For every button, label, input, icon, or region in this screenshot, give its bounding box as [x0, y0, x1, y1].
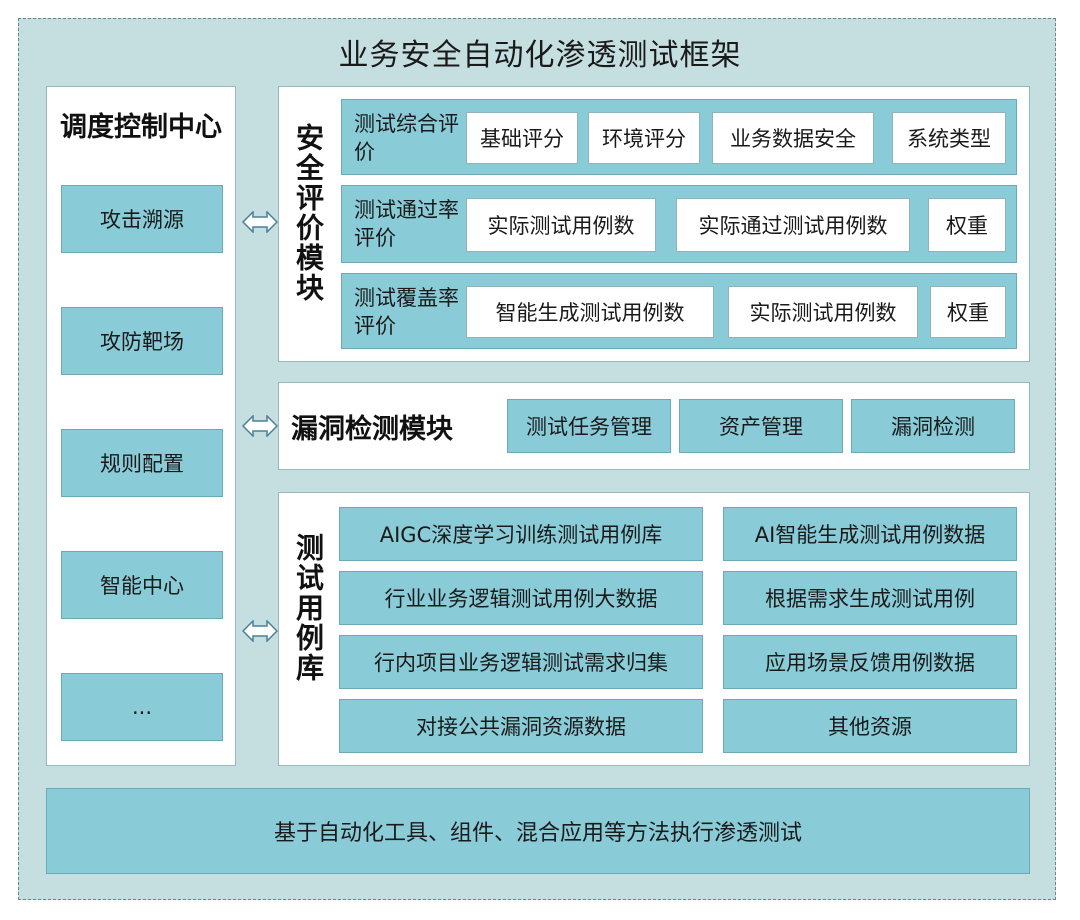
scheduler-item-smart-center[interactable]: 智能中心	[61, 551, 223, 619]
scheduler-item-more[interactable]: ...	[61, 673, 223, 741]
double-arrow-icon	[242, 620, 278, 642]
security-eval-panel: 安全评价模块 测试综合评价 基础评分 环境评分 业务数据安全 系统类型 测试通过…	[278, 86, 1030, 362]
eval-row-label: 测试覆盖率评价	[354, 286, 459, 338]
lib-cell-scenario-feedback[interactable]: 应用场景反馈用例数据	[723, 635, 1017, 689]
eval-cell-base-score[interactable]: 基础评分	[466, 112, 578, 164]
security-eval-title: 安全评价模块	[292, 123, 325, 303]
eval-row-overall: 测试综合评价 基础评分 环境评分 业务数据安全 系统类型	[341, 99, 1017, 175]
test-library-panel: 测试用例库 AIGC深度学习训练测试用例库 行业业务逻辑测试用例大数据 行内项目…	[278, 492, 1030, 766]
eval-cell-smart-generated-cases[interactable]: 智能生成测试用例数	[466, 286, 714, 338]
eval-cell-actual-cases[interactable]: 实际测试用例数	[466, 198, 656, 252]
eval-row-coverage: 测试覆盖率评价 智能生成测试用例数 实际测试用例数 权重	[341, 273, 1017, 349]
page-title: 业务安全自动化渗透测试框架	[338, 38, 742, 73]
double-arrow-icon	[242, 211, 278, 233]
scheduler-item-rule-config[interactable]: 规则配置	[61, 429, 223, 497]
lib-cell-public-vuln-data[interactable]: 对接公共漏洞资源数据	[339, 699, 703, 753]
scheduler-title: 调度控制中心	[60, 112, 222, 143]
vuln-cell-asset-mgmt[interactable]: 资产管理	[679, 399, 843, 453]
eval-row-pass-rate: 测试通过率评价 实际测试用例数 实际通过测试用例数 权重	[341, 185, 1017, 263]
lib-cell-requirement-generated[interactable]: 根据需求生成测试用例	[723, 571, 1017, 625]
lib-cell-other-resources[interactable]: 其他资源	[723, 699, 1017, 753]
eval-cell-weight[interactable]: 权重	[928, 198, 1006, 252]
lib-cell-internal-requirements[interactable]: 行内项目业务逻辑测试需求归集	[339, 635, 703, 689]
vuln-detect-title: 漏洞检测模块	[291, 414, 453, 445]
vuln-cell-task-mgmt[interactable]: 测试任务管理	[507, 399, 671, 453]
eval-cell-actual-passed-cases[interactable]: 实际通过测试用例数	[676, 198, 910, 252]
eval-cell-system-type[interactable]: 系统类型	[892, 112, 1006, 164]
scheduler-item-attack-trace[interactable]: 攻击溯源	[61, 185, 223, 253]
eval-cell-weight[interactable]: 权重	[930, 286, 1006, 338]
vuln-cell-vuln-detect[interactable]: 漏洞检测	[851, 399, 1015, 453]
eval-cell-biz-data-security[interactable]: 业务数据安全	[712, 112, 874, 164]
execution-method-bar[interactable]: 基于自动化工具、组件、混合应用等方法执行渗透测试	[46, 788, 1030, 874]
eval-row-label: 测试通过率评价	[354, 198, 459, 250]
eval-cell-env-score[interactable]: 环境评分	[588, 112, 700, 164]
scheduler-item-cyber-range[interactable]: 攻防靶场	[61, 307, 223, 375]
lib-cell-industry-logic[interactable]: 行业业务逻辑测试用例大数据	[339, 571, 703, 625]
test-library-title: 测试用例库	[292, 533, 325, 683]
lib-cell-ai-generated-data[interactable]: AI智能生成测试用例数据	[723, 507, 1017, 561]
eval-cell-actual-cases[interactable]: 实际测试用例数	[728, 286, 918, 338]
double-arrow-icon	[242, 415, 278, 437]
lib-cell-aigc-training[interactable]: AIGC深度学习训练测试用例库	[339, 507, 703, 561]
eval-row-label: 测试综合评价	[354, 112, 459, 164]
vuln-detect-panel: 漏洞检测模块 测试任务管理 资产管理 漏洞检测	[278, 382, 1030, 470]
scheduler-panel: 调度控制中心 攻击溯源 攻防靶场 规则配置 智能中心 ...	[46, 86, 236, 766]
